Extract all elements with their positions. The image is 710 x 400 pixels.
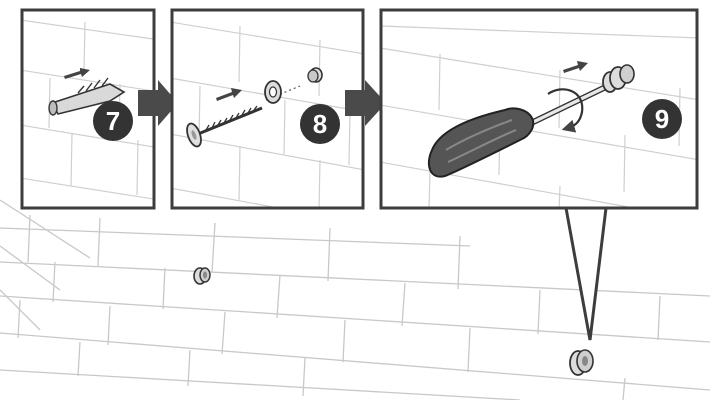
wall-anchor-icon: [48, 77, 126, 116]
step-7-badge: [93, 101, 133, 141]
step-7-panel: 7: [20, 8, 156, 210]
screw-and-washer-icon: [602, 64, 635, 93]
rotation-arrow: [547, 88, 584, 133]
step-9-badge: [642, 99, 682, 139]
callout-pointer: [564, 207, 608, 341]
push-direction-arrow: [563, 61, 588, 73]
installed-anchor-icon: [569, 349, 594, 376]
step-9-number: 9: [655, 104, 669, 134]
step-9-panel: 9: [379, 8, 699, 210]
step-7-number: 7: [106, 106, 120, 136]
screwdriver-icon: [427, 81, 614, 178]
brick-wall-background: [0, 199, 710, 400]
step-8-badge: [300, 104, 340, 144]
installed-anchor-icon: [193, 267, 211, 285]
push-direction-arrow: [64, 68, 90, 79]
step-arrow-7-to-8: [138, 80, 178, 126]
push-direction-arrow: [216, 88, 242, 101]
step-8-number: 8: [313, 109, 327, 139]
screw-and-washer-icon: [186, 67, 323, 148]
step-arrow-8-to-9: [345, 80, 386, 126]
step-8-panel: 8: [170, 8, 365, 210]
